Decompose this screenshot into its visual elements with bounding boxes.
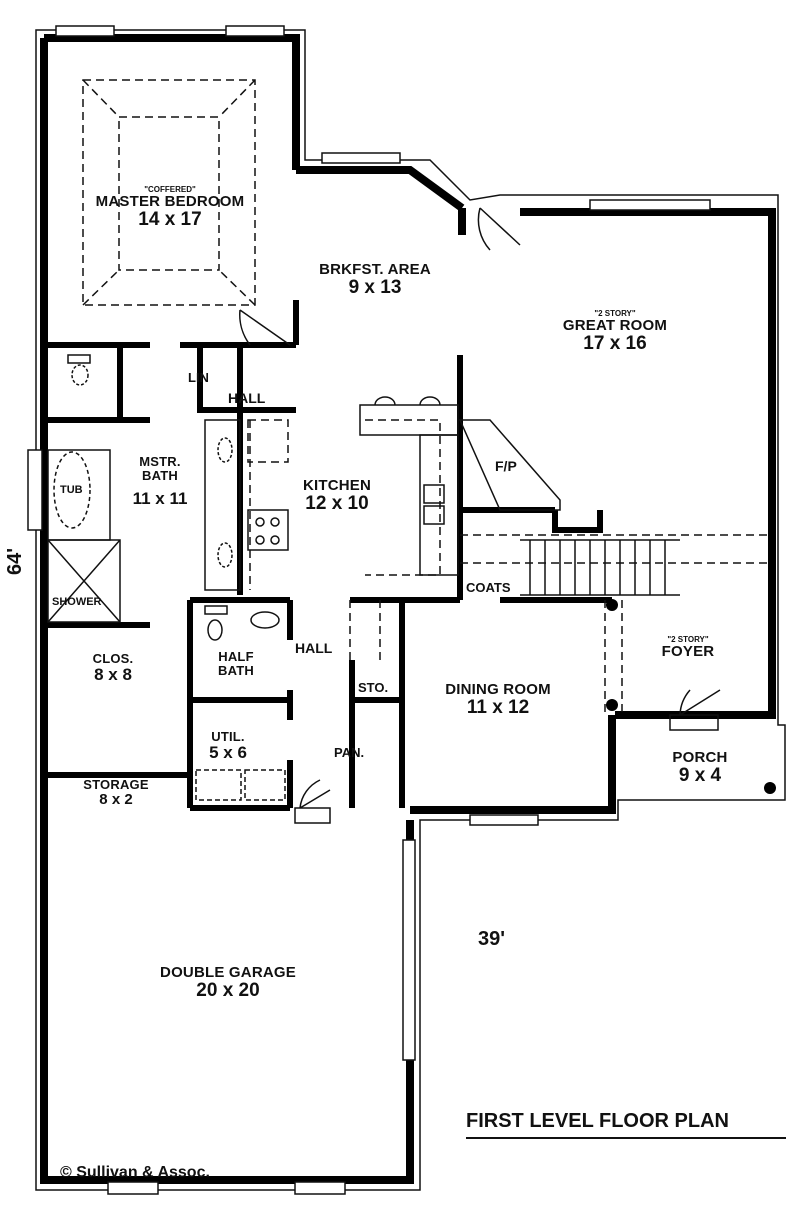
room-master-bath: MSTR. BATH 11 x 11 bbox=[133, 455, 188, 508]
hall-lower-label: HALL bbox=[295, 640, 333, 656]
pantry-label: PAN. bbox=[334, 745, 365, 760]
breakfast-area-size: 9 x 13 bbox=[348, 276, 402, 298]
storage-name: STORAGE bbox=[83, 777, 149, 792]
room-utility: UTIL. 5 x 6 bbox=[209, 730, 247, 761]
master-bath-name: MSTR. bbox=[139, 454, 181, 469]
coats-label: COATS bbox=[466, 580, 511, 595]
room-porch: PORCH 9 x 4 bbox=[672, 750, 727, 786]
porch-size: 9 x 4 bbox=[678, 764, 722, 786]
fireplace-label: F/P bbox=[495, 458, 517, 474]
closet-name: CLOS. bbox=[92, 651, 134, 666]
plan-title: FIRST LEVEL FLOOR PLAN bbox=[466, 1110, 786, 1139]
shower-label: SHOWER bbox=[52, 596, 102, 608]
room-half-bath: HALF BATH bbox=[218, 650, 254, 677]
half-bath-name: HALF bbox=[218, 649, 254, 664]
master-bedroom-name: MASTER BEDROOM bbox=[95, 193, 245, 211]
room-storage: STORAGE 8 x 2 bbox=[83, 778, 148, 807]
foyer-name: FOYER bbox=[661, 643, 715, 661]
room-great-room: "2 STORY" GREAT ROOM 17 x 16 bbox=[562, 309, 668, 355]
hall-upper-label: HALL bbox=[228, 390, 266, 406]
dining-room-size: 11 x 12 bbox=[466, 696, 530, 718]
master-bedroom-note: "COFFERED" bbox=[144, 185, 196, 194]
great-room-note: "2 STORY" bbox=[594, 309, 636, 318]
storage-closet-label: STO. bbox=[358, 680, 389, 695]
kitchen-size: 12 x 10 bbox=[305, 492, 369, 514]
master-bath-size: 11 x 11 bbox=[132, 489, 188, 509]
tub-label: TUB bbox=[60, 484, 83, 496]
closet-size: 8 x 8 bbox=[94, 664, 132, 684]
kitchen-name: KITCHEN bbox=[302, 477, 372, 494]
garage-size: 20 x 20 bbox=[196, 979, 260, 1001]
porch-name: PORCH bbox=[672, 749, 728, 766]
dining-room-name: DINING ROOM bbox=[445, 681, 551, 698]
room-foyer: "2 STORY" FOYER bbox=[661, 635, 715, 661]
great-room-name: GREAT ROOM bbox=[562, 317, 668, 335]
room-closet: CLOS. 8 x 8 bbox=[93, 652, 134, 683]
master-bedroom-size: 14 x 17 bbox=[138, 209, 202, 231]
garage-name: DOUBLE GARAGE bbox=[160, 964, 296, 981]
storage-size: 8 x 2 bbox=[99, 790, 133, 808]
great-room-size: 17 x 16 bbox=[583, 333, 647, 355]
half-bath-name-2: BATH bbox=[218, 662, 254, 678]
utility-name: UTIL. bbox=[211, 729, 245, 744]
room-dining-room: DINING ROOM 11 x 12 bbox=[445, 682, 551, 718]
width-dimension: 39' bbox=[478, 928, 506, 950]
room-kitchen: KITCHEN 12 x 10 bbox=[303, 478, 371, 514]
room-master-bedroom: "COFFERED" MASTER BEDROOM 14 x 17 bbox=[95, 185, 245, 231]
breakfast-area-name: BRKFST. AREA bbox=[319, 261, 431, 278]
linen-label: LIN bbox=[188, 370, 209, 385]
foyer-note: "2 STORY" bbox=[667, 635, 709, 644]
room-double-garage: DOUBLE GARAGE 20 x 20 bbox=[160, 965, 296, 1001]
copyright-text: © Sullivan & Assoc. bbox=[60, 1164, 210, 1181]
depth-dimension: 64' bbox=[4, 547, 26, 575]
room-breakfast-area: BRKFST. AREA 9 x 13 bbox=[319, 262, 431, 298]
master-bath-name-2: BATH bbox=[142, 467, 178, 483]
utility-size: 5 x 6 bbox=[209, 742, 247, 762]
